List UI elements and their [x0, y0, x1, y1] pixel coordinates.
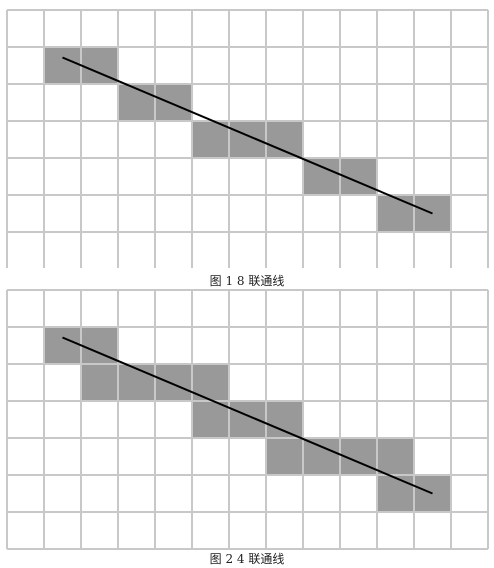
- reference-line: [62, 336, 433, 495]
- filled-cell: [303, 158, 340, 195]
- filled-cell: [192, 401, 229, 438]
- filled-cell: [229, 121, 266, 158]
- reference-line: [62, 56, 433, 215]
- figure-caption: 图 2 4 联通线: [209, 552, 285, 566]
- figure-caption: 图 1 8 联通线: [209, 274, 285, 288]
- filled-cell: [229, 401, 266, 438]
- filled-cell: [44, 327, 81, 364]
- pixel-grid-diagram: [6, 9, 489, 268]
- figure-1: 图 1 8 联通线: [6, 9, 489, 288]
- filled-cell: [266, 438, 303, 475]
- filled-cell: [192, 121, 229, 158]
- filled-cell: [155, 364, 192, 401]
- filled-cell: [377, 475, 414, 512]
- filled-cell: [266, 401, 303, 438]
- filled-cell: [44, 47, 81, 84]
- filled-cell: [118, 84, 155, 121]
- filled-cell: [377, 438, 414, 475]
- filled-cell: [81, 364, 118, 401]
- filled-cell: [155, 84, 192, 121]
- filled-cell: [118, 364, 155, 401]
- filled-cell: [303, 438, 340, 475]
- filled-cell: [377, 195, 414, 232]
